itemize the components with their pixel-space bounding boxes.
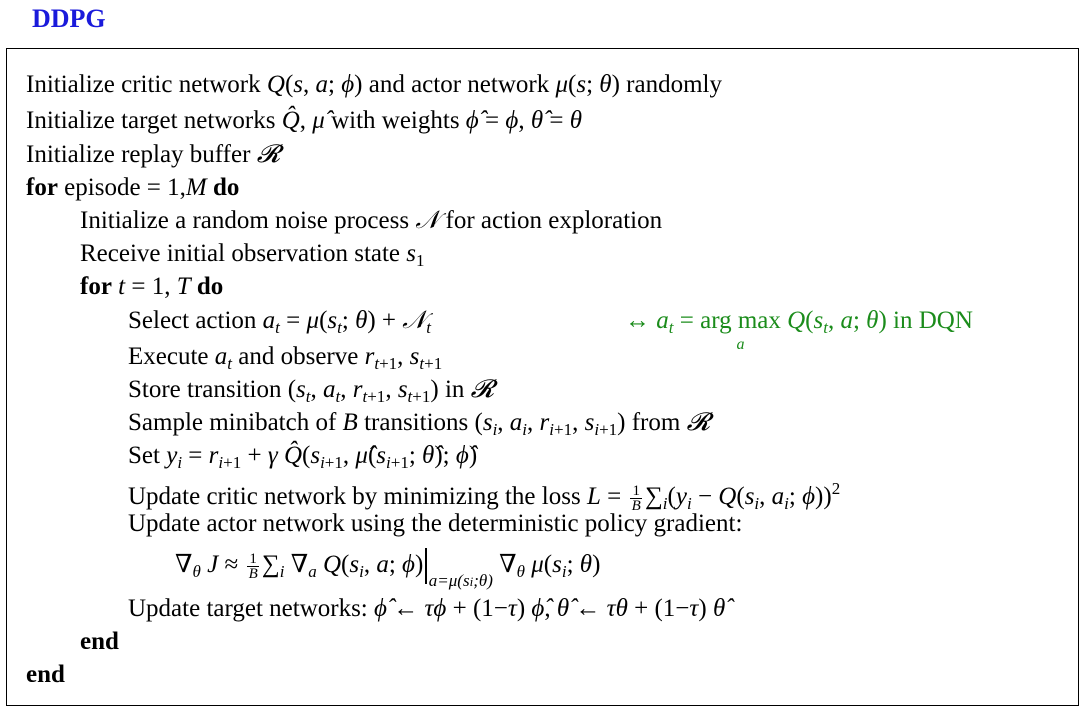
line-init-buffer: Initialize replay buffer 𝓡 [26,141,281,168]
algorithm-title: DDPG [32,4,106,33]
line-update-critic: Update critic network by minimizing the … [128,479,841,514]
line-store-transition: Store transition (st, at, rt+1, st+1) in… [128,376,495,406]
line-init-noise: Initialize a random noise process 𝒩 for … [80,207,663,234]
line-end-outer: end [26,661,65,688]
line-update-actor: Update actor network using the determini… [128,510,743,537]
line-update-targets: Update target networks: ϕ̂ ← τϕ + (1−τ) … [128,595,726,622]
line-end-inner: end [80,628,119,655]
line-init-target: Initialize target networks Q̂, μ̂ with w… [26,107,582,134]
line-for-episode: for episode = 1,M do [26,174,240,201]
line-init-critic: Initialize critic network Q(s, a; ϕ) and… [26,71,722,98]
algorithm-box [6,48,1079,706]
line-select-action: Select action at = μ(st; θ) + 𝒩t [128,307,431,337]
line-set-target: Set yi = ri+1 + γ Q̂(si+1, μ̂(si+1; θ̂);… [128,442,478,472]
line-for-t: for t = 1, T do [80,273,224,300]
line-execute: Execute at and observe rt+1, st+1 [128,343,443,373]
line-sample-minibatch: Sample minibatch of B transitions (si, a… [128,409,710,439]
line-receive-state: Receive initial observation state s1 [80,240,425,270]
